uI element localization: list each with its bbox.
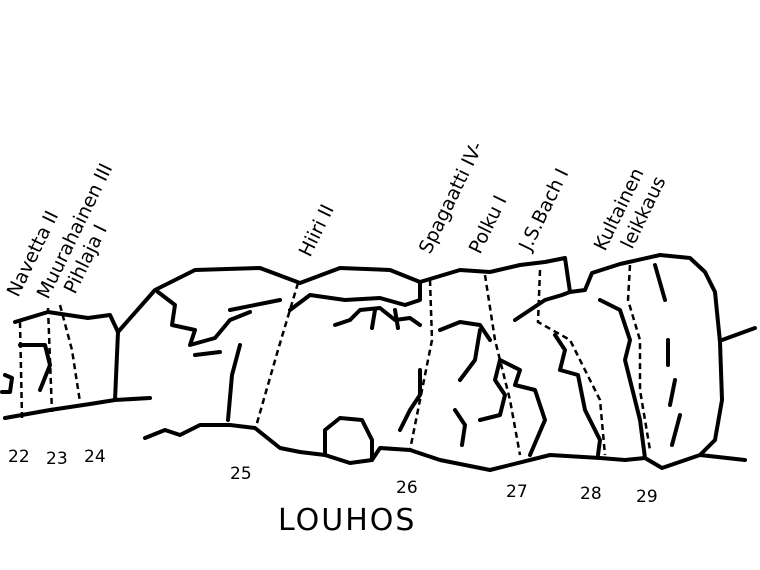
route-number-25: 25	[230, 464, 252, 484]
route-line-27[interactable]	[483, 274, 522, 456]
rock-outlines	[0, 253, 757, 472]
route-line-28[interactable]	[536, 269, 607, 456]
route-names: Navetta II Muurahainen III Pihlaja I Hii…	[3, 138, 671, 302]
route-line-22[interactable]	[18, 321, 24, 419]
route-line-26[interactable]	[408, 279, 434, 451]
route-number-22: 22	[8, 447, 30, 467]
route-line-25[interactable]	[253, 282, 300, 431]
route-numbers: 22 23 24 25 26 27 28 29	[8, 447, 658, 507]
route-line-29[interactable]	[626, 264, 652, 451]
route-number-26: 26	[396, 478, 418, 498]
route-number-28: 28	[580, 484, 602, 504]
route-line-24[interactable]	[58, 304, 82, 403]
area-title: LOUHOS	[278, 503, 416, 538]
route-line-23[interactable]	[46, 307, 54, 413]
route-number-24: 24	[84, 447, 106, 467]
route-name-28: J.S.Bach I	[514, 165, 573, 255]
route-number-29: 29	[636, 487, 658, 507]
route-name-27: Polku I	[465, 192, 512, 257]
route-number-27: 27	[506, 482, 528, 502]
route-number-23: 23	[46, 449, 68, 469]
route-name-25: Hiiri II	[295, 201, 339, 260]
route-lines	[18, 264, 652, 456]
